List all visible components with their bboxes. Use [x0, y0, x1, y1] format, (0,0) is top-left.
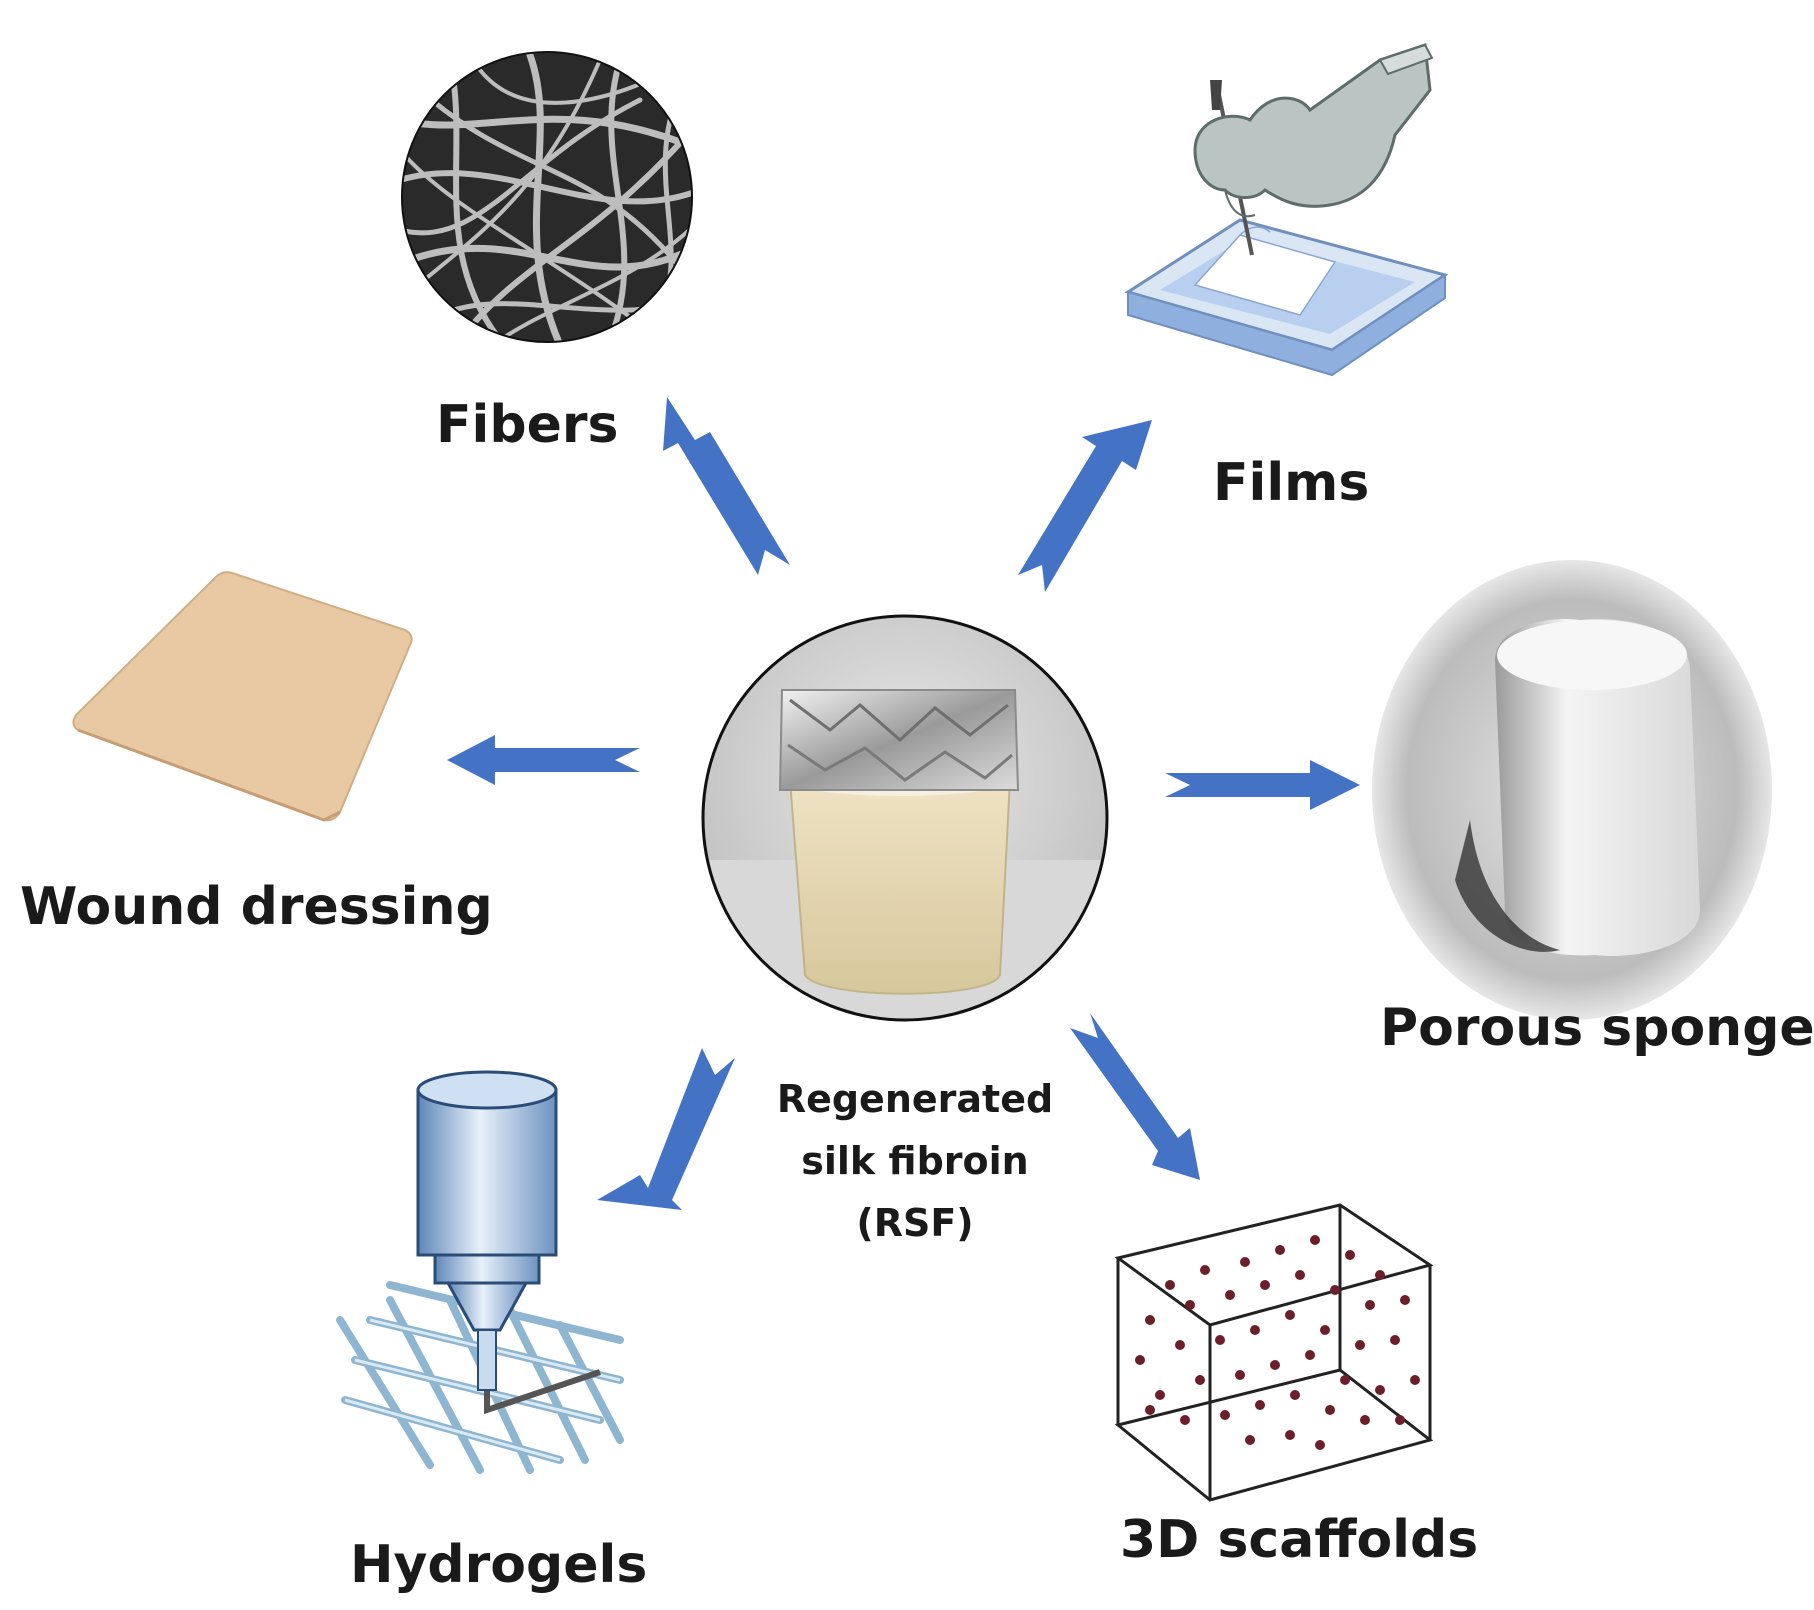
hydrogels-image: [336, 1070, 624, 1474]
label-fibers: Fibers: [436, 395, 619, 455]
label-wound-dressing: Wound dressing: [20, 877, 493, 937]
fibers-image: [401, 51, 693, 343]
arrow-to-porous-sponge: [1165, 760, 1360, 810]
porous-sponge-image: [1372, 560, 1772, 1020]
center-label-line1: Regenerated: [776, 1077, 1054, 1121]
center-label: Regenerated silk fibroin (RSF): [750, 1068, 1080, 1254]
arrow-to-fibers: [663, 397, 790, 575]
label-films: Films: [1213, 453, 1370, 513]
arrow-to-hydrogels: [597, 1048, 735, 1210]
label-porous-sponge: Porous sponge: [1380, 998, 1814, 1058]
wound-dressing-image: [72, 571, 413, 822]
label-3d-scaffolds: 3D scaffolds: [1120, 1510, 1479, 1570]
arrow-to-films: [1018, 420, 1152, 592]
label-hydrogels: Hydrogels: [350, 1535, 648, 1595]
center-label-line3: (RSF): [856, 1201, 974, 1245]
arrow-to-wound-dressing: [447, 735, 640, 785]
center-label-line2: silk fibroin: [801, 1139, 1029, 1183]
arrow-to-3d-scaffolds: [1070, 1013, 1200, 1180]
films-image: [1124, 42, 1449, 377]
3d-scaffolds-image: [1114, 1203, 1434, 1502]
rsf-beaker-image: [701, 614, 1109, 1022]
